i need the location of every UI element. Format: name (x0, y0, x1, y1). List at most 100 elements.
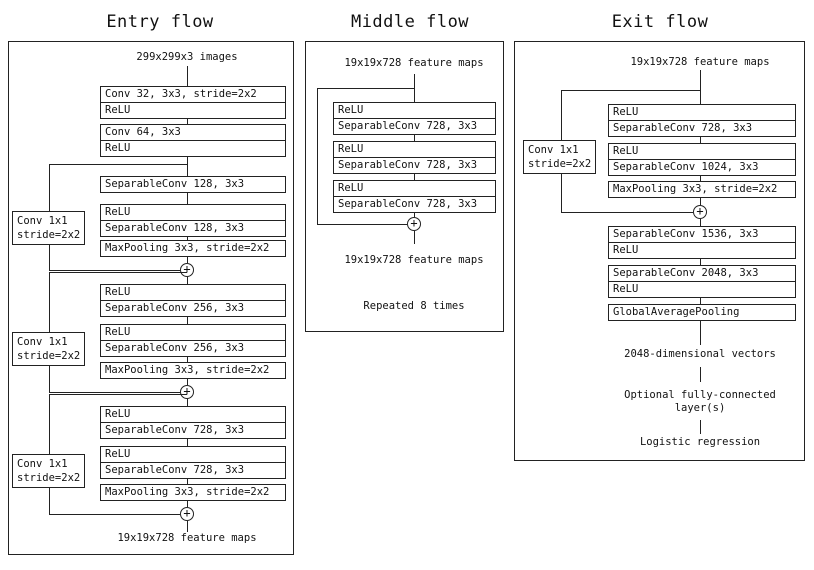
exit-vectors-label: 2048-dimensional vectors (624, 348, 776, 360)
layer-label: SeparableConv 128, 3x3 (105, 178, 245, 190)
exit-regression-label: Logistic regression (639, 436, 761, 448)
layer-label: MaxPooling 3x3, stride=2x2 (105, 364, 270, 376)
connector-line (700, 321, 701, 345)
exit-input-label: 19x19x728 feature maps (630, 56, 770, 68)
middle-repeat-label: Repeated 8 times (363, 300, 465, 312)
connector-line (414, 212, 415, 217)
exit-flow-panel (514, 41, 805, 461)
exit-flow-title: Exit flow (611, 12, 709, 32)
layer-label: MaxPooling 3x3, stride=2x2 (613, 183, 778, 195)
middle-input-label: 19x19x728 feature maps (344, 57, 484, 69)
exit-fc-label: layer(s) (674, 402, 726, 414)
layer-label: ReLU (105, 408, 131, 420)
connector-line (561, 212, 693, 213)
connector-line (187, 399, 188, 406)
connector-line (187, 66, 188, 86)
entry-layer-block: MaxPooling 3x3, stride=2x2 (100, 362, 286, 379)
connector-line (700, 136, 701, 143)
layer-label: ReLU (105, 448, 131, 460)
entry-input-label: 299x299x3 images (136, 51, 238, 63)
connector-line (49, 514, 180, 515)
connector-line (317, 224, 407, 225)
layer-label: ReLU (338, 143, 364, 155)
entry-layer-block: MaxPooling 3x3, stride=2x2 (100, 484, 286, 501)
layer-label: ReLU (105, 206, 131, 218)
layer-label: SeparableConv 2048, 3x3 (613, 267, 759, 279)
connector-line (700, 198, 701, 205)
connector-line (700, 258, 701, 265)
layer-label: ReLU (609, 242, 795, 258)
middle-flow-title: Middle flow (350, 12, 470, 32)
entry-layer-block: ReLU SeparableConv 728, 3x3 (100, 406, 286, 439)
shortcut-label: stride=2x2 (528, 158, 592, 170)
entry-layer-block: SeparableConv 128, 3x3 (100, 176, 286, 193)
connector-line (700, 70, 701, 104)
shortcut-label: Conv 1x1 (17, 336, 68, 348)
layer-label: ReLU (609, 281, 795, 297)
layer-label: SeparableConv 728, 3x3 (101, 462, 285, 478)
layer-label: ReLU (338, 182, 364, 194)
middle-flow-panel (305, 41, 504, 332)
connector-line (414, 74, 415, 102)
connector-line (49, 394, 187, 395)
layer-label: ReLU (613, 106, 639, 118)
exit-layer-block: ReLU SeparableConv 728, 3x3 (608, 104, 796, 137)
connector-line (49, 488, 50, 514)
layer-label: MaxPooling 3x3, stride=2x2 (105, 242, 270, 254)
connector-line (561, 90, 700, 91)
connector-line (187, 521, 188, 532)
layer-label: ReLU (101, 102, 285, 118)
connector-line (700, 420, 701, 434)
connector-line (187, 438, 188, 446)
connector-line (187, 316, 188, 324)
connector-line (187, 379, 188, 385)
layer-label: ReLU (338, 104, 364, 116)
layer-label: Conv 64, 3x3 (105, 126, 181, 138)
connector-line (187, 156, 188, 176)
entry-layer-block: ReLU SeparableConv 256, 3x3 (100, 324, 286, 357)
connector-line (49, 366, 50, 392)
entry-flow-title: Entry flow (106, 12, 214, 32)
connector-line (187, 356, 188, 362)
connector-line (49, 394, 50, 454)
middle-output-label: 19x19x728 feature maps (344, 254, 484, 266)
layer-label: SeparableConv 1536, 3x3 (613, 228, 759, 240)
layer-label: SeparableConv 728, 3x3 (334, 157, 495, 173)
connector-line (414, 231, 415, 244)
exit-layer-block: GlobalAveragePooling (608, 304, 796, 321)
entry-flow-panel (8, 41, 294, 555)
layer-label: SeparableConv 128, 3x3 (101, 220, 285, 236)
middle-add-node: + (407, 217, 421, 231)
connector-line (187, 236, 188, 240)
connector-line (187, 277, 188, 284)
middle-layer-block: ReLU SeparableConv 728, 3x3 (333, 141, 496, 174)
shortcut-label: Conv 1x1 (528, 144, 579, 156)
entry-layer-block: MaxPooling 3x3, stride=2x2 (100, 240, 286, 257)
layer-label: SeparableConv 728, 3x3 (101, 422, 285, 438)
shortcut-label: Conv 1x1 (17, 215, 68, 227)
entry-add-node: + (180, 507, 194, 521)
shortcut-label: stride=2x2 (17, 472, 81, 484)
layer-label: SeparableConv 256, 3x3 (101, 300, 285, 316)
shortcut-label: Conv 1x1 (17, 458, 68, 470)
entry-add-node: + (180, 385, 194, 399)
entry-output-label: 19x19x728 feature maps (117, 532, 257, 544)
layer-label: ReLU (105, 326, 131, 338)
layer-label: Conv 32, 3x3, stride=2x2 (105, 88, 257, 100)
layer-label: ReLU (613, 145, 639, 157)
connector-line (49, 272, 187, 273)
connector-line (700, 175, 701, 181)
connector-line (414, 134, 415, 141)
connector-line (49, 164, 50, 211)
layer-label: SeparableConv 256, 3x3 (101, 340, 285, 356)
connector-line (49, 270, 180, 271)
exit-fc-label: Optional fully-connected (624, 389, 776, 401)
layer-label: SeparableConv 728, 3x3 (609, 120, 795, 136)
